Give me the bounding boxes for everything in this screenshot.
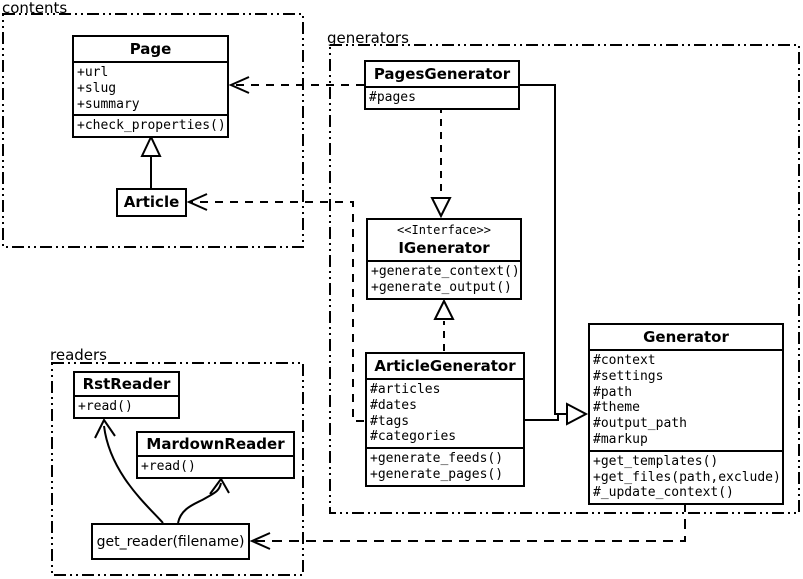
hollow-triangle-icon: [566, 402, 589, 426]
uml-attribute: #markup: [593, 431, 648, 447]
uml-attribute: #path: [593, 384, 633, 400]
class-title: Page: [129, 40, 172, 58]
uml-method: +read(): [141, 459, 196, 474]
uml-attribute: #output_path: [593, 416, 687, 432]
uml-attribute: #pages: [369, 90, 416, 105]
attributes-compartment: #articles #dates #tags #categories: [367, 378, 523, 447]
class-title: ArticleGenerator: [374, 357, 516, 375]
class-box-page: Page +url +slug +summary +check_properti…: [72, 35, 229, 139]
hollow-triangle-icon: [433, 298, 455, 320]
uml-attribute: #settings: [593, 368, 664, 384]
methods-compartment: +generate_context() +generate_output(): [368, 260, 520, 298]
uml-attribute: #theme: [593, 400, 640, 416]
open-arrowhead-icon: [94, 418, 116, 439]
uml-method: #_update_context(): [593, 485, 734, 501]
uml-method: +read(): [78, 399, 133, 414]
title-compartment: <<Interface>> IGenerator: [368, 220, 520, 260]
open-arrowhead-icon: [209, 477, 230, 495]
open-arrowhead-icon: [249, 532, 271, 550]
attributes-compartment: #context #settings #path #theme #output_…: [590, 349, 782, 450]
methods-compartment: +read(): [138, 455, 293, 477]
uml-attribute: #categories: [370, 429, 457, 445]
generators-package-label: generators: [327, 29, 409, 47]
uml-method: +get_templates(): [593, 453, 719, 469]
uml-attribute: +url: [77, 65, 109, 80]
uml-attribute: #context: [593, 353, 656, 368]
uml-attribute: +slug: [77, 80, 117, 96]
readers-package-label: readers: [50, 346, 107, 364]
hollow-triangle-icon: [430, 197, 452, 219]
class-box-article: Article: [116, 188, 187, 217]
curve-getreader-to-rstreader: [103, 425, 164, 524]
class-box-articlegenerator: ArticleGenerator #articles #dates #tags …: [365, 352, 525, 487]
methods-compartment: +get_templates() +get_files(path,exclude…: [590, 449, 782, 503]
readers-package-border: [51, 362, 304, 576]
methods-compartment: +check_properties(): [74, 114, 227, 136]
contents-package-border: [2, 13, 304, 248]
class-box-igenerator: <<Interface>> IGenerator +generate_conte…: [366, 218, 522, 300]
contents-package-label: contents: [2, 0, 68, 17]
class-title: RstReader: [82, 375, 171, 393]
class-box-mardownreader: MardownReader +read(): [136, 431, 295, 479]
uml-method: +generate_pages(): [370, 466, 504, 482]
uml-method: +generate_feeds(): [370, 451, 504, 467]
uml-method: +get_files(path,exclude): [593, 469, 781, 485]
hollow-triangle-icon: [140, 134, 162, 157]
inheritance-line-pagesgenerator-to-generator: [520, 84, 567, 415]
class-title: IGenerator: [398, 239, 490, 257]
dependency-line-generator-to-getreader: [254, 502, 686, 542]
uml-method: +check_properties(): [77, 118, 226, 134]
methods-compartment: +generate_feeds() +generate_pages(): [367, 447, 523, 485]
inheritance-line-articlegenerator-to-generator: [525, 414, 559, 421]
class-box-generator: Generator #context #settings #path #them…: [588, 323, 784, 506]
attributes-compartment: +url +slug +summary: [74, 61, 227, 114]
class-title: Article: [123, 193, 180, 211]
dependency-line-articlegenerator-to-article: [191, 201, 364, 422]
uml-attribute: #articles: [370, 382, 441, 397]
uml-attribute: +summary: [77, 96, 140, 112]
uml-attribute: #tags: [370, 413, 410, 429]
methods-compartment: +read(): [75, 395, 178, 417]
class-title: Generator: [643, 328, 729, 346]
open-arrowhead-icon: [228, 76, 250, 94]
attributes-compartment: #pages: [366, 86, 518, 108]
uml-method: +generate_context(): [371, 264, 520, 279]
generators-package-border: [329, 44, 800, 514]
class-box-rstreader: RstReader +read(): [73, 371, 180, 419]
stereotype-label: <<Interface>>: [397, 223, 491, 237]
class-title: PagesGenerator: [373, 65, 511, 83]
class-box-pagesgenerator: PagesGenerator #pages: [364, 60, 520, 110]
class-title: MardownReader: [146, 435, 285, 453]
open-arrowhead-icon: [186, 193, 208, 211]
uml-method: +generate_output(): [371, 279, 512, 295]
curve-getreader-to-mardownreader: [177, 482, 222, 524]
uml-attribute: #dates: [370, 397, 417, 413]
get-reader-node: get_reader(filename): [91, 523, 250, 560]
